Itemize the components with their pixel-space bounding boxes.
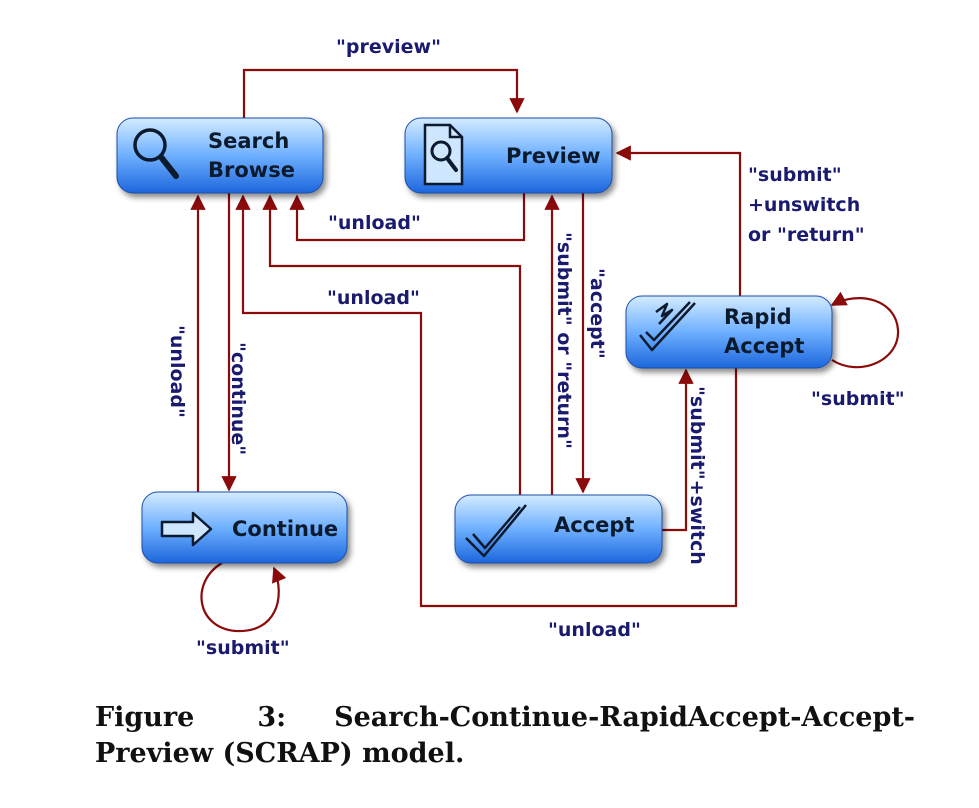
arrow-right-icon [160,511,213,547]
edge-continue-self-loop [200,562,287,633]
label-preview: "preview" [336,36,441,58]
label-submit-continue: "submit" [196,637,290,659]
node-accept: Accept [454,494,663,564]
node-search-browse: Search Browse [116,117,324,194]
label-submit-unswitch-3: or "return" [748,224,865,246]
label-submit-or-return: "submit" or "return" [553,232,575,449]
checkmark-icon [465,504,527,558]
edge-rapid-to-preview [615,145,742,296]
node-continue: Continue [141,491,348,564]
lightning-check-icon [639,301,696,352]
label-unload-rapid: "unload" [548,619,641,641]
label-continue: "continue" [227,342,249,455]
figure-caption-text: Search-Continue-RapidAccept-Accept-Previ… [95,702,915,769]
edge-rapid-self-loop [830,291,900,369]
edge-rapid-to-search-unload [235,194,738,608]
edge-accept-to-rapid [662,368,694,532]
figure-number: Figure 3: [95,702,287,733]
node-search-label-line2: Browse [208,158,295,182]
label-submit-rapid: "submit" [811,388,905,410]
node-rapid-label-line2: Accept [724,334,804,358]
node-search-label-line1: Search [208,129,289,153]
edge-accept-to-search-unload [262,194,522,495]
node-preview: Preview [404,117,613,194]
label-submit-unswitch-1: "submit" [748,164,842,186]
label-unload-accept: "unload" [327,287,420,309]
label-accept: "accept" [586,268,608,359]
node-preview-label: Preview [506,144,601,168]
scrap-state-diagram: "preview" "unload" "unload" "unload" "co… [116,36,905,659]
node-rapid-label-line1: Rapid [724,305,792,329]
edges [190,68,900,633]
node-continue-label: Continue [232,517,338,541]
document-search-icon [423,123,464,186]
label-submit-unswitch-2: +unswitch [748,194,860,216]
edge-search-to-preview [242,68,525,118]
label-unload-preview: "unload" [328,212,421,234]
node-accept-label: Accept [554,513,634,537]
label-unload-continue: "unload" [166,325,188,418]
figure-caption: Figure 3:Search-Continue-RapidAccept-Acc… [95,700,915,772]
edge-preview-to-search-unload [289,193,526,242]
magnifier-icon [133,128,179,179]
node-rapid-accept: Rapid Accept [625,295,833,369]
edge-labels: "preview" "unload" "unload" "unload" "co… [166,36,905,659]
label-submit-switch: "submit"+switch [686,386,708,565]
